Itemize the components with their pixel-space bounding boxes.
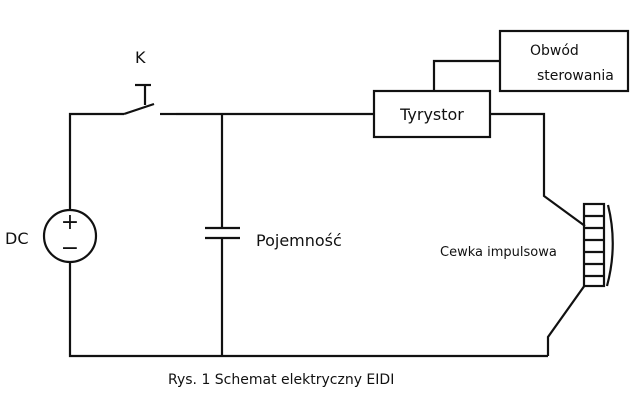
control-wire (432, 59, 500, 91)
coil-return-wire (546, 284, 586, 356)
thyristor: Tyrystor (372, 89, 492, 139)
control-circuit: Obwód sterowania (498, 29, 630, 93)
left-wire (68, 112, 548, 358)
control-circuit-line2: sterowania (537, 68, 614, 84)
dc-source-plus: + (61, 210, 79, 235)
dc-source-minus: − (61, 236, 79, 261)
thyristor-label: Tyrystor (399, 105, 464, 124)
dc-source-label: DC (5, 229, 29, 248)
capacitor (205, 114, 240, 356)
switch-label: K (135, 48, 146, 67)
capacitor-label: Pojemność (256, 231, 342, 250)
impulse-coil (582, 202, 614, 288)
thyristor-coil-wire (490, 112, 586, 227)
figure-caption: Rys. 1 Schemat elektryczny EIDI (168, 372, 394, 388)
dc-source: + − (42, 208, 98, 264)
coil-label: Cewka impulsowa (440, 245, 557, 260)
control-circuit-line1: Obwód (530, 43, 579, 59)
switch-k (123, 83, 176, 116)
